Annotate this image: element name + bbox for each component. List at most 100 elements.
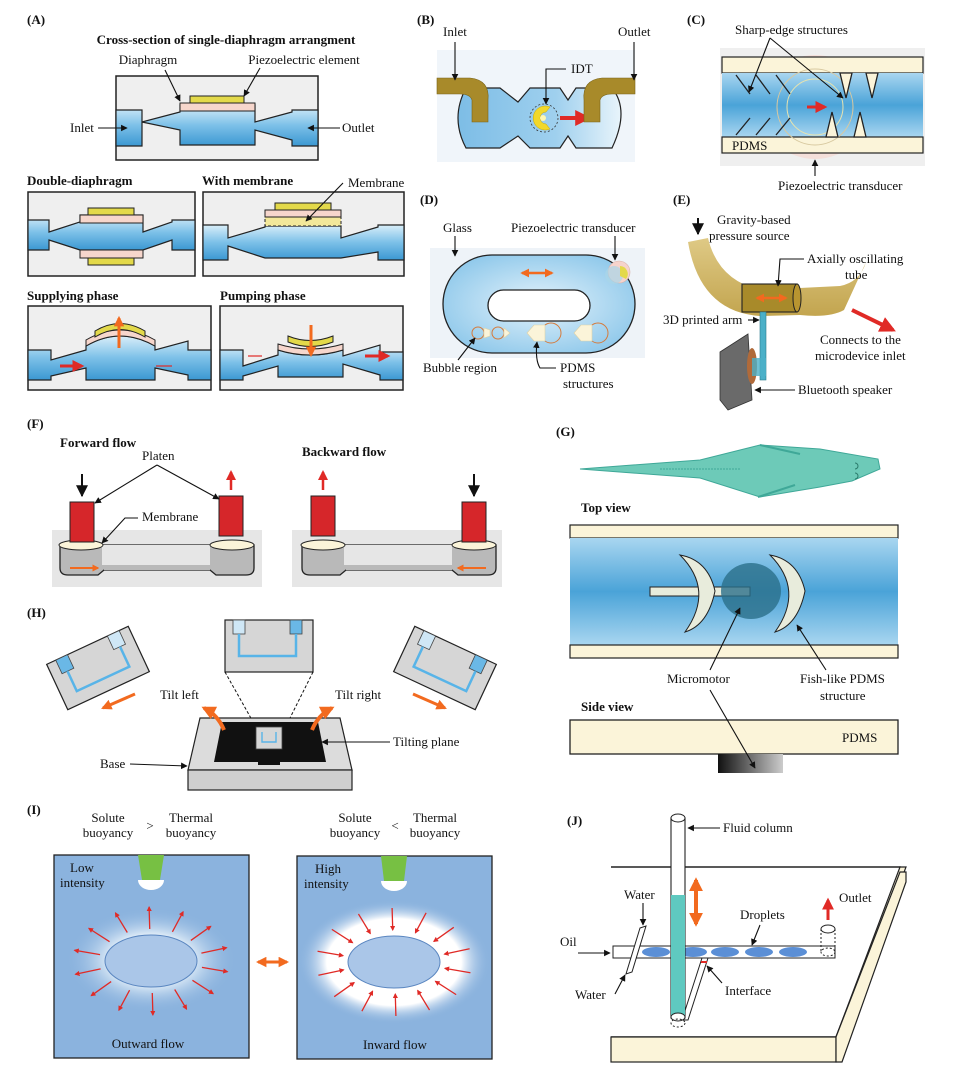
supplying-phase-device bbox=[27, 305, 212, 391]
motor-side bbox=[718, 754, 783, 773]
panel-h: (H) bbox=[27, 605, 498, 791]
panel-e: (E) Gravity-based pressure source Axiall… bbox=[663, 192, 906, 411]
label-inward-flow: Inward flow bbox=[363, 1037, 428, 1052]
label-outlet: Outlet bbox=[342, 120, 375, 135]
panel-label-f: (F) bbox=[27, 416, 44, 431]
outward-flow-arrow bbox=[201, 946, 228, 954]
membrane-device bbox=[202, 182, 405, 277]
outward-flow-arrow bbox=[118, 989, 131, 1012]
outward-flow-arrow bbox=[171, 910, 184, 933]
outward-flow-arrow bbox=[87, 927, 110, 943]
water-inlet-channel bbox=[625, 925, 647, 975]
pdms-slab bbox=[569, 719, 899, 755]
droplets bbox=[642, 947, 807, 957]
inward-flow-arrow bbox=[417, 989, 431, 1011]
label-top-view: Top view bbox=[581, 500, 631, 515]
symbol-greater-than: > bbox=[146, 818, 153, 833]
gravity-tube bbox=[688, 238, 866, 316]
label-high-intensity: intensity bbox=[304, 876, 349, 891]
label-micromotor: Micromotor bbox=[667, 671, 730, 686]
outward-flow-arrow bbox=[73, 948, 101, 956]
label-fish-structure-1: Fish-like PDMS bbox=[800, 671, 885, 686]
chip-substrate bbox=[610, 1036, 837, 1063]
label-connects-2: microdevice inlet bbox=[815, 348, 906, 363]
inward-flow-arrow bbox=[333, 981, 355, 998]
label-b-outlet: Outlet bbox=[618, 24, 651, 39]
label-diaphragm: Diaphragm bbox=[119, 52, 177, 67]
inward-flow-arrow bbox=[433, 926, 455, 943]
panel-a-title: Cross-section of single-diaphragm arrang… bbox=[97, 32, 356, 47]
inward-flow-arrow bbox=[414, 912, 427, 934]
panel-j: (J) Fluid column Water Outlet Droplets O… bbox=[560, 813, 907, 1063]
light-source-left bbox=[138, 855, 164, 880]
panel-label-d: (D) bbox=[420, 192, 438, 207]
light-source-right bbox=[381, 856, 407, 881]
speaker-icon bbox=[719, 333, 753, 411]
platen-right-pressed bbox=[461, 501, 487, 543]
platen-right-raised bbox=[218, 495, 244, 537]
chip-tilted-left bbox=[45, 625, 151, 711]
inward-flow-arrow bbox=[357, 913, 371, 935]
symbol-less-than: < bbox=[391, 818, 398, 833]
panel-a: (A) Cross-section of single-diaphragm ar… bbox=[27, 12, 405, 391]
label-pdms-structures-2: structures bbox=[563, 376, 614, 391]
label-c-pdms: PDMS bbox=[732, 138, 767, 153]
inward-flow-arrow bbox=[443, 948, 470, 956]
pumping-phase-device bbox=[219, 305, 404, 391]
outward-flow-arrow bbox=[190, 925, 212, 941]
inward-flow-arrow bbox=[331, 928, 354, 944]
outward-arrows bbox=[73, 905, 229, 1017]
inlet-tube bbox=[436, 77, 489, 123]
label-gravity-1: Gravity-based bbox=[717, 212, 791, 227]
panel-g: (G) Top view Micromotor Fish-like PDMS s… bbox=[556, 424, 899, 773]
panel-label-c: (C) bbox=[687, 12, 705, 27]
label-thermal-right: Thermal bbox=[413, 810, 457, 825]
label-printed-arm: 3D printed arm bbox=[663, 312, 742, 327]
label-buoyancy-left-2: buoyancy bbox=[166, 825, 217, 840]
label-outlet: Outlet bbox=[839, 890, 872, 905]
label-oscillating-2: tube bbox=[845, 267, 868, 282]
platen-left-raised bbox=[310, 495, 336, 537]
label-bluetooth-speaker: Bluetooth speaker bbox=[798, 382, 893, 397]
label-tilt-right: Tilt right bbox=[335, 687, 382, 702]
label-fluid-column: Fluid column bbox=[723, 820, 793, 835]
panel-label-b: (B) bbox=[417, 12, 434, 27]
label-thermal-left: Thermal bbox=[169, 810, 213, 825]
panel-c: (C) Sharp-edge structures PDMS Piezoelec… bbox=[687, 12, 925, 193]
label-piezoelectric-element: Piezoelectric element bbox=[248, 52, 360, 67]
label-oscillating-1: Axially oscillating bbox=[807, 251, 904, 266]
label-pdms-structures-1: PDMS bbox=[560, 360, 595, 375]
inward-flow-arrow bbox=[443, 966, 471, 974]
label-idt: IDT bbox=[571, 61, 593, 76]
inward-flow-arrow bbox=[392, 992, 398, 1017]
inward-flow-arrow bbox=[318, 968, 345, 976]
label-pumping-phase: Pumping phase bbox=[220, 288, 306, 303]
inward-flow-arrow bbox=[361, 990, 374, 1012]
outward-flow-arrow bbox=[201, 966, 229, 974]
panel-label-j: (J) bbox=[567, 813, 582, 828]
d-center-island bbox=[487, 289, 591, 322]
outward-flow-arrow bbox=[90, 981, 112, 997]
inward-arrows bbox=[317, 907, 471, 1017]
base bbox=[187, 769, 353, 791]
label-droplets: Droplets bbox=[740, 907, 785, 922]
label-with-membrane: With membrane bbox=[202, 173, 293, 188]
label-tilting-plane: Tilting plane bbox=[393, 734, 460, 749]
outward-flow-arrow bbox=[150, 992, 156, 1017]
label-forward-flow: Forward flow bbox=[60, 435, 137, 450]
label-water-top: Water bbox=[624, 887, 655, 902]
panel-b: (B) Inlet Outlet IDT bbox=[417, 12, 651, 162]
double-diaphragm-device bbox=[27, 191, 196, 277]
label-fish-structure-2: structure bbox=[820, 688, 866, 703]
label-f-membrane: Membrane bbox=[142, 509, 199, 524]
label-low: Low bbox=[70, 860, 94, 875]
label-low-intensity: intensity bbox=[60, 875, 105, 890]
droplet-left bbox=[104, 934, 198, 988]
label-supplying-phase: Supplying phase bbox=[27, 288, 119, 303]
printed-arm bbox=[759, 311, 767, 381]
label-d-transducer: Piezoelectric transducer bbox=[511, 220, 636, 235]
platen-left-pressed bbox=[69, 501, 95, 543]
panel-d: (D) Glass Piezoelectric transducer Bubbl… bbox=[420, 192, 645, 391]
label-base: Base bbox=[100, 756, 126, 771]
